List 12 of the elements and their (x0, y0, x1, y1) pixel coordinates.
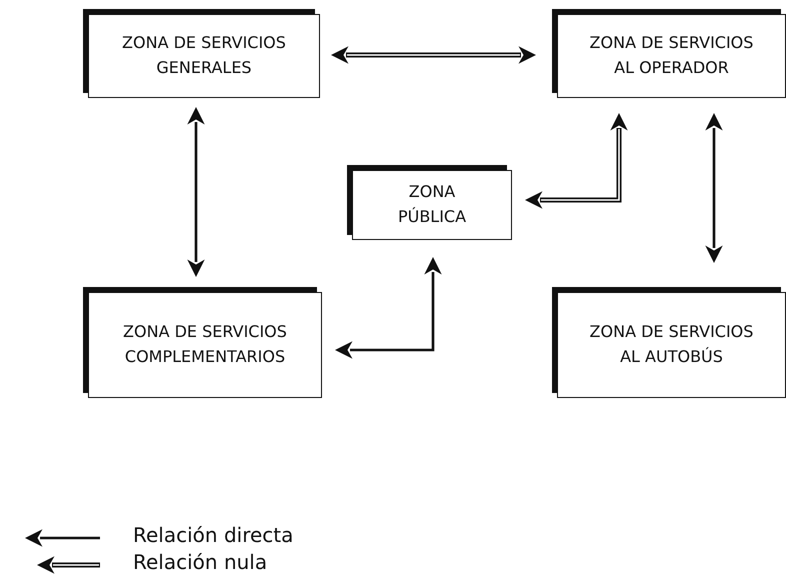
double-arrow (525, 113, 628, 209)
zone-label: ZONA DE SERVICIOS AL AUTOBÚS (588, 321, 754, 368)
double-arrow (331, 46, 536, 64)
arrow (335, 257, 442, 359)
zone-label: ZONA DE SERVICIOS AL OPERADOR (588, 32, 754, 79)
zone-label: ZONA DE SERVICIOS COMPLEMENTARIOS (122, 321, 288, 368)
zone-label: ZONA PÚBLICA (396, 181, 468, 228)
arrow (705, 113, 723, 263)
zone-label: ZONA DE SERVICIOS GENERALES (121, 32, 287, 79)
legend-label: Relación directa (133, 523, 294, 547)
legend-label: Relación nula (133, 550, 268, 574)
arrow (187, 107, 205, 277)
